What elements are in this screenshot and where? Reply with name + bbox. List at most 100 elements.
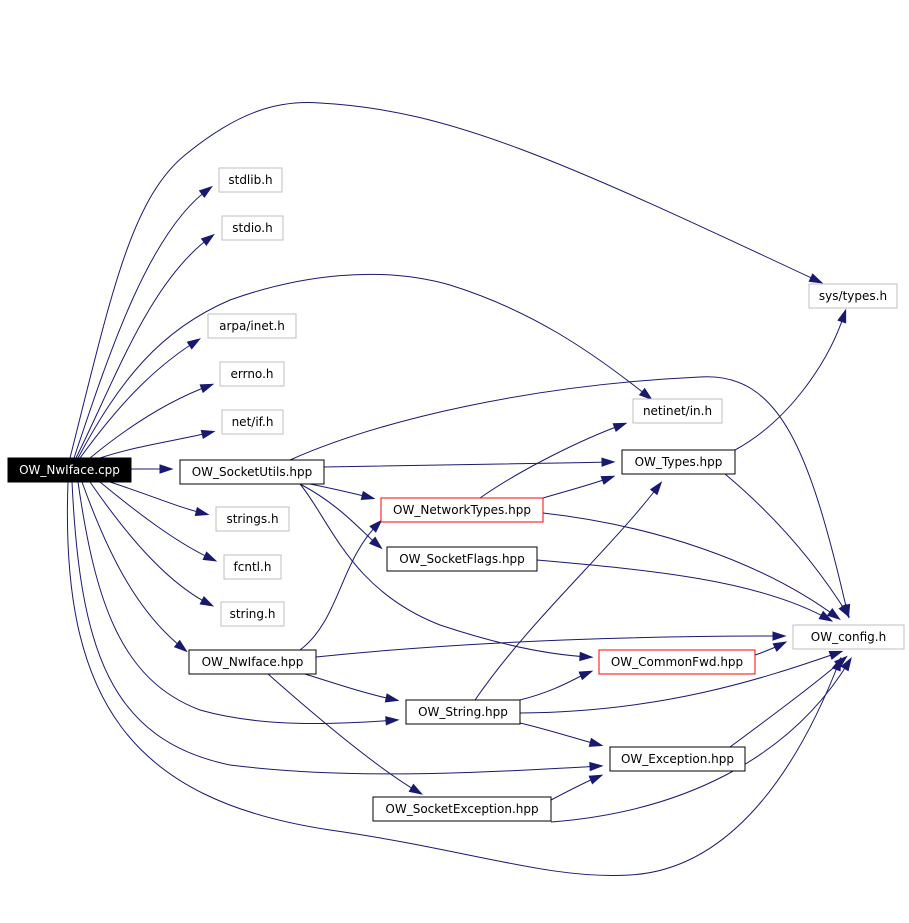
edge-sockutils-to-nettypes xyxy=(309,483,376,501)
node-box xyxy=(219,361,285,387)
node-sockflags[interactable]: OW_SocketFlags.hpp xyxy=(386,546,538,572)
edge-commonfwd-to-config xyxy=(754,641,788,656)
edge-line xyxy=(479,423,625,499)
node-sockutils[interactable]: OW_SocketUtils.hpp xyxy=(179,459,325,485)
node-label: net/if.h xyxy=(232,415,274,429)
edge-arrowhead xyxy=(828,650,844,660)
edge-arrowhead xyxy=(589,761,604,772)
edge-arrowhead xyxy=(369,536,383,550)
edge-arrowhead xyxy=(588,774,604,785)
node-stdlib: stdlib.h xyxy=(218,167,283,193)
node-box xyxy=(598,649,756,675)
edge-types-to-systypes xyxy=(734,308,847,451)
edge-arrowhead xyxy=(612,422,628,433)
node-label: OW_NwIface.hpp xyxy=(202,655,304,669)
node-label: strings.h xyxy=(226,512,278,526)
edge-root-to-string xyxy=(89,481,215,607)
edge-line xyxy=(267,673,421,794)
edge-line xyxy=(519,671,591,701)
edge-line xyxy=(89,481,212,606)
edge-arrowhead xyxy=(826,608,841,621)
node-arpa: arpa/inet.h xyxy=(207,313,297,339)
edge-arrowhead xyxy=(199,383,215,394)
edge-line xyxy=(734,311,846,451)
node-box xyxy=(792,624,905,650)
node-config: OW_config.h xyxy=(792,624,905,650)
edge-line xyxy=(79,339,199,459)
edge-arrowhead xyxy=(818,610,834,622)
node-label: OW_String.hpp xyxy=(418,705,508,719)
node-types[interactable]: OW_Types.hpp xyxy=(621,449,736,475)
edge-line xyxy=(66,481,841,877)
node-label: OW_SocketFlags.hpp xyxy=(399,552,525,566)
node-box xyxy=(221,409,284,435)
edge-line xyxy=(81,481,186,651)
node-nwiface[interactable]: OW_NwIface.hpp xyxy=(188,649,317,675)
edge-owstring-to-commonfwd xyxy=(519,670,594,701)
edge-line xyxy=(77,481,397,725)
edge-arrowhead xyxy=(838,603,850,619)
edge-sockflags-to-config xyxy=(536,559,834,622)
node-stdio: stdio.h xyxy=(221,215,284,241)
edge-line xyxy=(519,722,601,746)
edge-line xyxy=(71,481,601,775)
edge-arrowhead xyxy=(173,639,188,653)
edge-line xyxy=(89,384,212,459)
edge-line xyxy=(474,483,661,701)
node-box xyxy=(207,313,297,339)
node-box xyxy=(621,449,736,475)
edge-line xyxy=(69,102,821,459)
edge-arrowhead xyxy=(200,233,215,247)
edge-line xyxy=(75,235,213,459)
edge-arrowhead xyxy=(194,506,210,517)
edge-sockutils-to-types xyxy=(323,457,616,468)
node-label: OW_NetworkTypes.hpp xyxy=(393,503,531,517)
edge-root-to-sockutils xyxy=(131,464,174,474)
edge-sockutils-to-config xyxy=(289,376,851,619)
node-box xyxy=(405,699,521,725)
edge-arrowhead xyxy=(384,693,400,703)
node-label: string.h xyxy=(230,607,276,621)
node-string: string.h xyxy=(220,601,285,627)
node-label: fcntl.h xyxy=(234,560,272,574)
node-label: arpa/inet.h xyxy=(219,319,285,333)
node-commonfwd[interactable]: OW_CommonFwd.hpp xyxy=(598,649,756,675)
node-label: OW_SocketUtils.hpp xyxy=(192,465,313,479)
edge-arrowhead xyxy=(588,737,604,747)
edge-arrowhead xyxy=(638,387,653,401)
edge-line xyxy=(73,187,211,459)
edge-arrowhead xyxy=(601,457,616,467)
node-box xyxy=(218,167,283,193)
edge-nwiface-to-config xyxy=(315,631,787,658)
node-label: OW_NwIface.cpp xyxy=(19,463,120,477)
node-systypes: sys/types.h xyxy=(808,283,898,309)
edge-nettypes-to-config xyxy=(542,512,841,621)
node-label: OW_Types.hpp xyxy=(635,455,723,469)
edge-line xyxy=(299,521,381,651)
node-box xyxy=(386,546,538,572)
node-exception[interactable]: OW_Exception.hpp xyxy=(609,746,746,772)
edge-line xyxy=(304,673,397,701)
edge-layer xyxy=(66,102,852,877)
node-label: OW_SocketException.hpp xyxy=(385,802,538,816)
edge-root-to-owstring xyxy=(77,481,400,726)
edge-arrowhead xyxy=(600,475,616,485)
node-label: OW_CommonFwd.hpp xyxy=(611,655,743,669)
node-box xyxy=(7,457,132,483)
node-root[interactable]: OW_NwIface.cpp xyxy=(7,457,132,483)
node-owstring[interactable]: OW_String.hpp xyxy=(405,699,521,725)
edge-line xyxy=(542,476,613,499)
node-sockexc[interactable]: OW_SocketException.hpp xyxy=(372,796,552,822)
node-nettypes[interactable]: OW_NetworkTypes.hpp xyxy=(380,497,544,523)
node-label: OW_Exception.hpp xyxy=(621,752,734,766)
edge-sockutils-to-sockflags xyxy=(299,483,383,550)
edge-line xyxy=(542,512,839,619)
edge-arrowhead xyxy=(385,716,400,726)
edge-nwiface-to-nettypes xyxy=(299,519,383,651)
node-box xyxy=(223,554,282,580)
edge-arrowhead xyxy=(578,670,594,681)
node-box xyxy=(179,459,325,485)
edge-arrowhead xyxy=(202,551,218,562)
node-label: netinet/in.h xyxy=(643,404,712,418)
edge-arrowhead xyxy=(772,641,788,652)
